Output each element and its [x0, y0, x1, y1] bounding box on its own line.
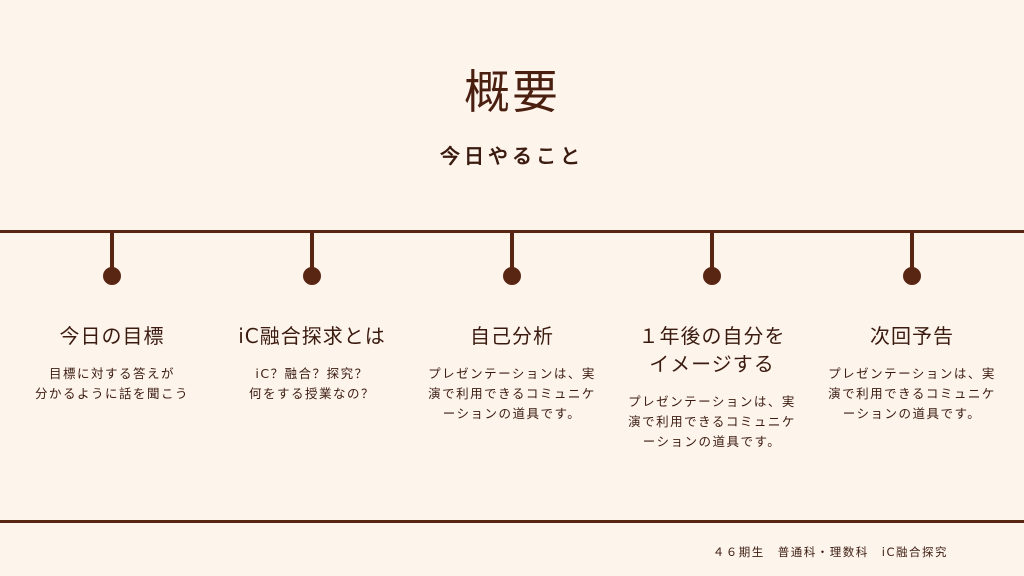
timeline-item-self-analysis: 自己分析 プレゼンテーションは、実 演で利用できるコミュニケ ーションの道具です…: [412, 322, 612, 424]
item-title: iC融合探求とは: [238, 324, 386, 348]
timeline-item-goal: 今日の目標 目標に対する答えが 分かるように話を聞こう: [12, 322, 212, 404]
timeline-item-ic: iC融合探求とは iC？融合？探究？ 何をする授業なの？: [212, 322, 412, 404]
bottom-divider: [0, 520, 1024, 523]
timeline-stem-5: [910, 232, 914, 274]
page-title: 概要: [464, 65, 560, 119]
timeline-dot-4: [703, 267, 721, 285]
timeline-stem-3: [510, 232, 514, 274]
item-body: iC？融合？探究？ 何をする授業なの？: [248, 366, 375, 401]
item-title: 自己分析: [470, 324, 554, 348]
timeline-dot-3: [503, 267, 521, 285]
item-title: 次回予告: [870, 324, 954, 348]
item-title: １年後の自分を イメージする: [638, 324, 786, 376]
item-body: 目標に対する答えが 分かるように話を聞こう: [34, 366, 189, 401]
item-body: プレゼンテーションは、実 演で利用できるコミュニケ ーションの道具です。: [828, 366, 996, 421]
timeline-stem-1: [110, 232, 114, 274]
item-body: プレゼンテーションは、実 演で利用できるコミュニケ ーションの道具です。: [428, 366, 596, 421]
timeline-item-next: 次回予告 プレゼンテーションは、実 演で利用できるコミュニケ ーションの道具です…: [812, 322, 1012, 424]
timeline-stem-2: [310, 232, 314, 274]
footer-text: ４６期生 普通科・理数科 iC融合探究: [712, 545, 948, 559]
timeline-stem-4: [710, 232, 714, 274]
timeline-dot-5: [903, 267, 921, 285]
timeline-line: [0, 230, 1024, 233]
timeline-item-future-self: １年後の自分を イメージする プレゼンテーションは、実 演で利用できるコミュニケ…: [612, 322, 812, 452]
page-subtitle: 今日やること: [440, 144, 584, 168]
timeline-dot-1: [103, 267, 121, 285]
item-title: 今日の目標: [59, 324, 165, 348]
item-body: プレゼンテーションは、実 演で利用できるコミュニケ ーションの道具です。: [628, 394, 796, 449]
timeline-dot-2: [303, 267, 321, 285]
